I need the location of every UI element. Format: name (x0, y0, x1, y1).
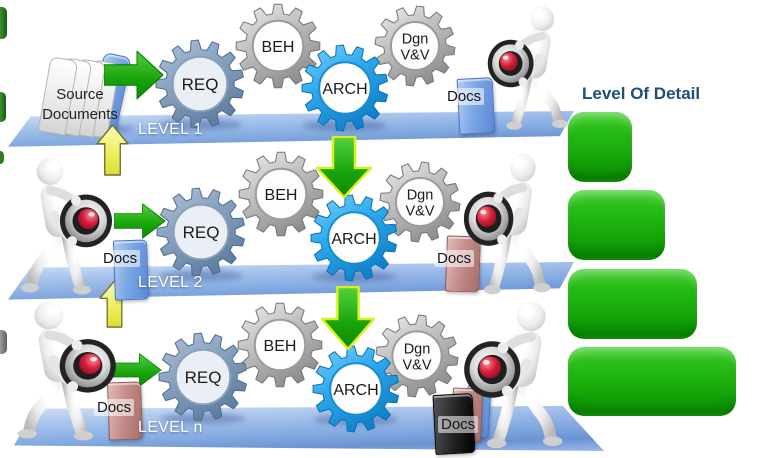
observer-figure-icon (10, 300, 118, 444)
gear-shadow (159, 270, 243, 281)
flow-down-arrow-icon (316, 136, 372, 198)
docs-label: Docs (444, 88, 485, 106)
gear-shadow (161, 413, 245, 424)
level-label: LEVEL 2 (138, 274, 203, 291)
gear-label: ARCH (331, 231, 376, 248)
gear-label-line: Dgn (404, 342, 431, 358)
level-of-detail-title: Level Of Detail (582, 84, 701, 103)
gear-label: BEH (262, 39, 295, 56)
flow-right-arrow-icon (112, 353, 162, 387)
gear-label: REQ (182, 75, 219, 94)
observer-figure-icon (462, 300, 570, 452)
gear-label-line: V&V (400, 48, 429, 64)
docs-label: Docs (100, 250, 141, 268)
cropped-edge-artifact (0, 92, 6, 122)
flow-down-arrow-icon (321, 286, 375, 350)
gear-label-line: Dgn (407, 188, 434, 204)
feedback-up-arrow-icon (96, 124, 129, 176)
level-label: LEVEL 1 (138, 121, 203, 138)
docs-label: Docs (438, 416, 479, 434)
gear-shadow (158, 119, 242, 130)
flow-right-arrow-icon (114, 203, 166, 239)
observer-figure-icon (486, 5, 574, 133)
gear-beh-icon: BEH (238, 151, 324, 237)
gear-label-line: V&V (402, 358, 431, 374)
gear-req-icon: REQ (158, 332, 247, 422)
gear-label: BEH (265, 187, 298, 204)
docs-label: Docs (94, 399, 135, 417)
gear-label-line: Dgn (402, 32, 429, 48)
detail-cylinder-icon (568, 112, 632, 182)
gear-label-line: V&V (405, 204, 434, 220)
detail-cylinder-icon (568, 269, 697, 339)
gear-arch-icon: ARCH (301, 44, 389, 132)
gear-arch-icon: ARCH (310, 194, 398, 282)
observer-figure-icon (14, 156, 114, 298)
source-documents-label: Source Documents (42, 86, 118, 123)
gear-label: REQ (185, 368, 222, 387)
gear-label: BEH (264, 338, 297, 355)
gear-label: REQ (183, 223, 220, 242)
flow-right-arrow-icon (104, 50, 164, 100)
gear-arch-icon: ARCH (312, 345, 400, 433)
detail-cylinder-icon (568, 190, 665, 260)
observer-figure-icon (462, 152, 557, 298)
gear-beh-icon: BEH (235, 3, 321, 89)
gear-req-icon: REQ (155, 39, 244, 129)
cropped-edge-artifact (0, 151, 4, 164)
gear-beh-icon: BEH (237, 302, 323, 388)
gear-label: ARCH (333, 382, 378, 399)
cropped-edge-artifact (0, 330, 7, 354)
level-label: LEVEL n (138, 419, 203, 436)
gear-label: ARCH (322, 81, 367, 98)
gear-req-icon: REQ (156, 187, 245, 277)
docs-label: Docs (434, 250, 475, 268)
detail-cylinder-icon (568, 347, 736, 416)
cropped-edge-artifact (0, 7, 7, 39)
